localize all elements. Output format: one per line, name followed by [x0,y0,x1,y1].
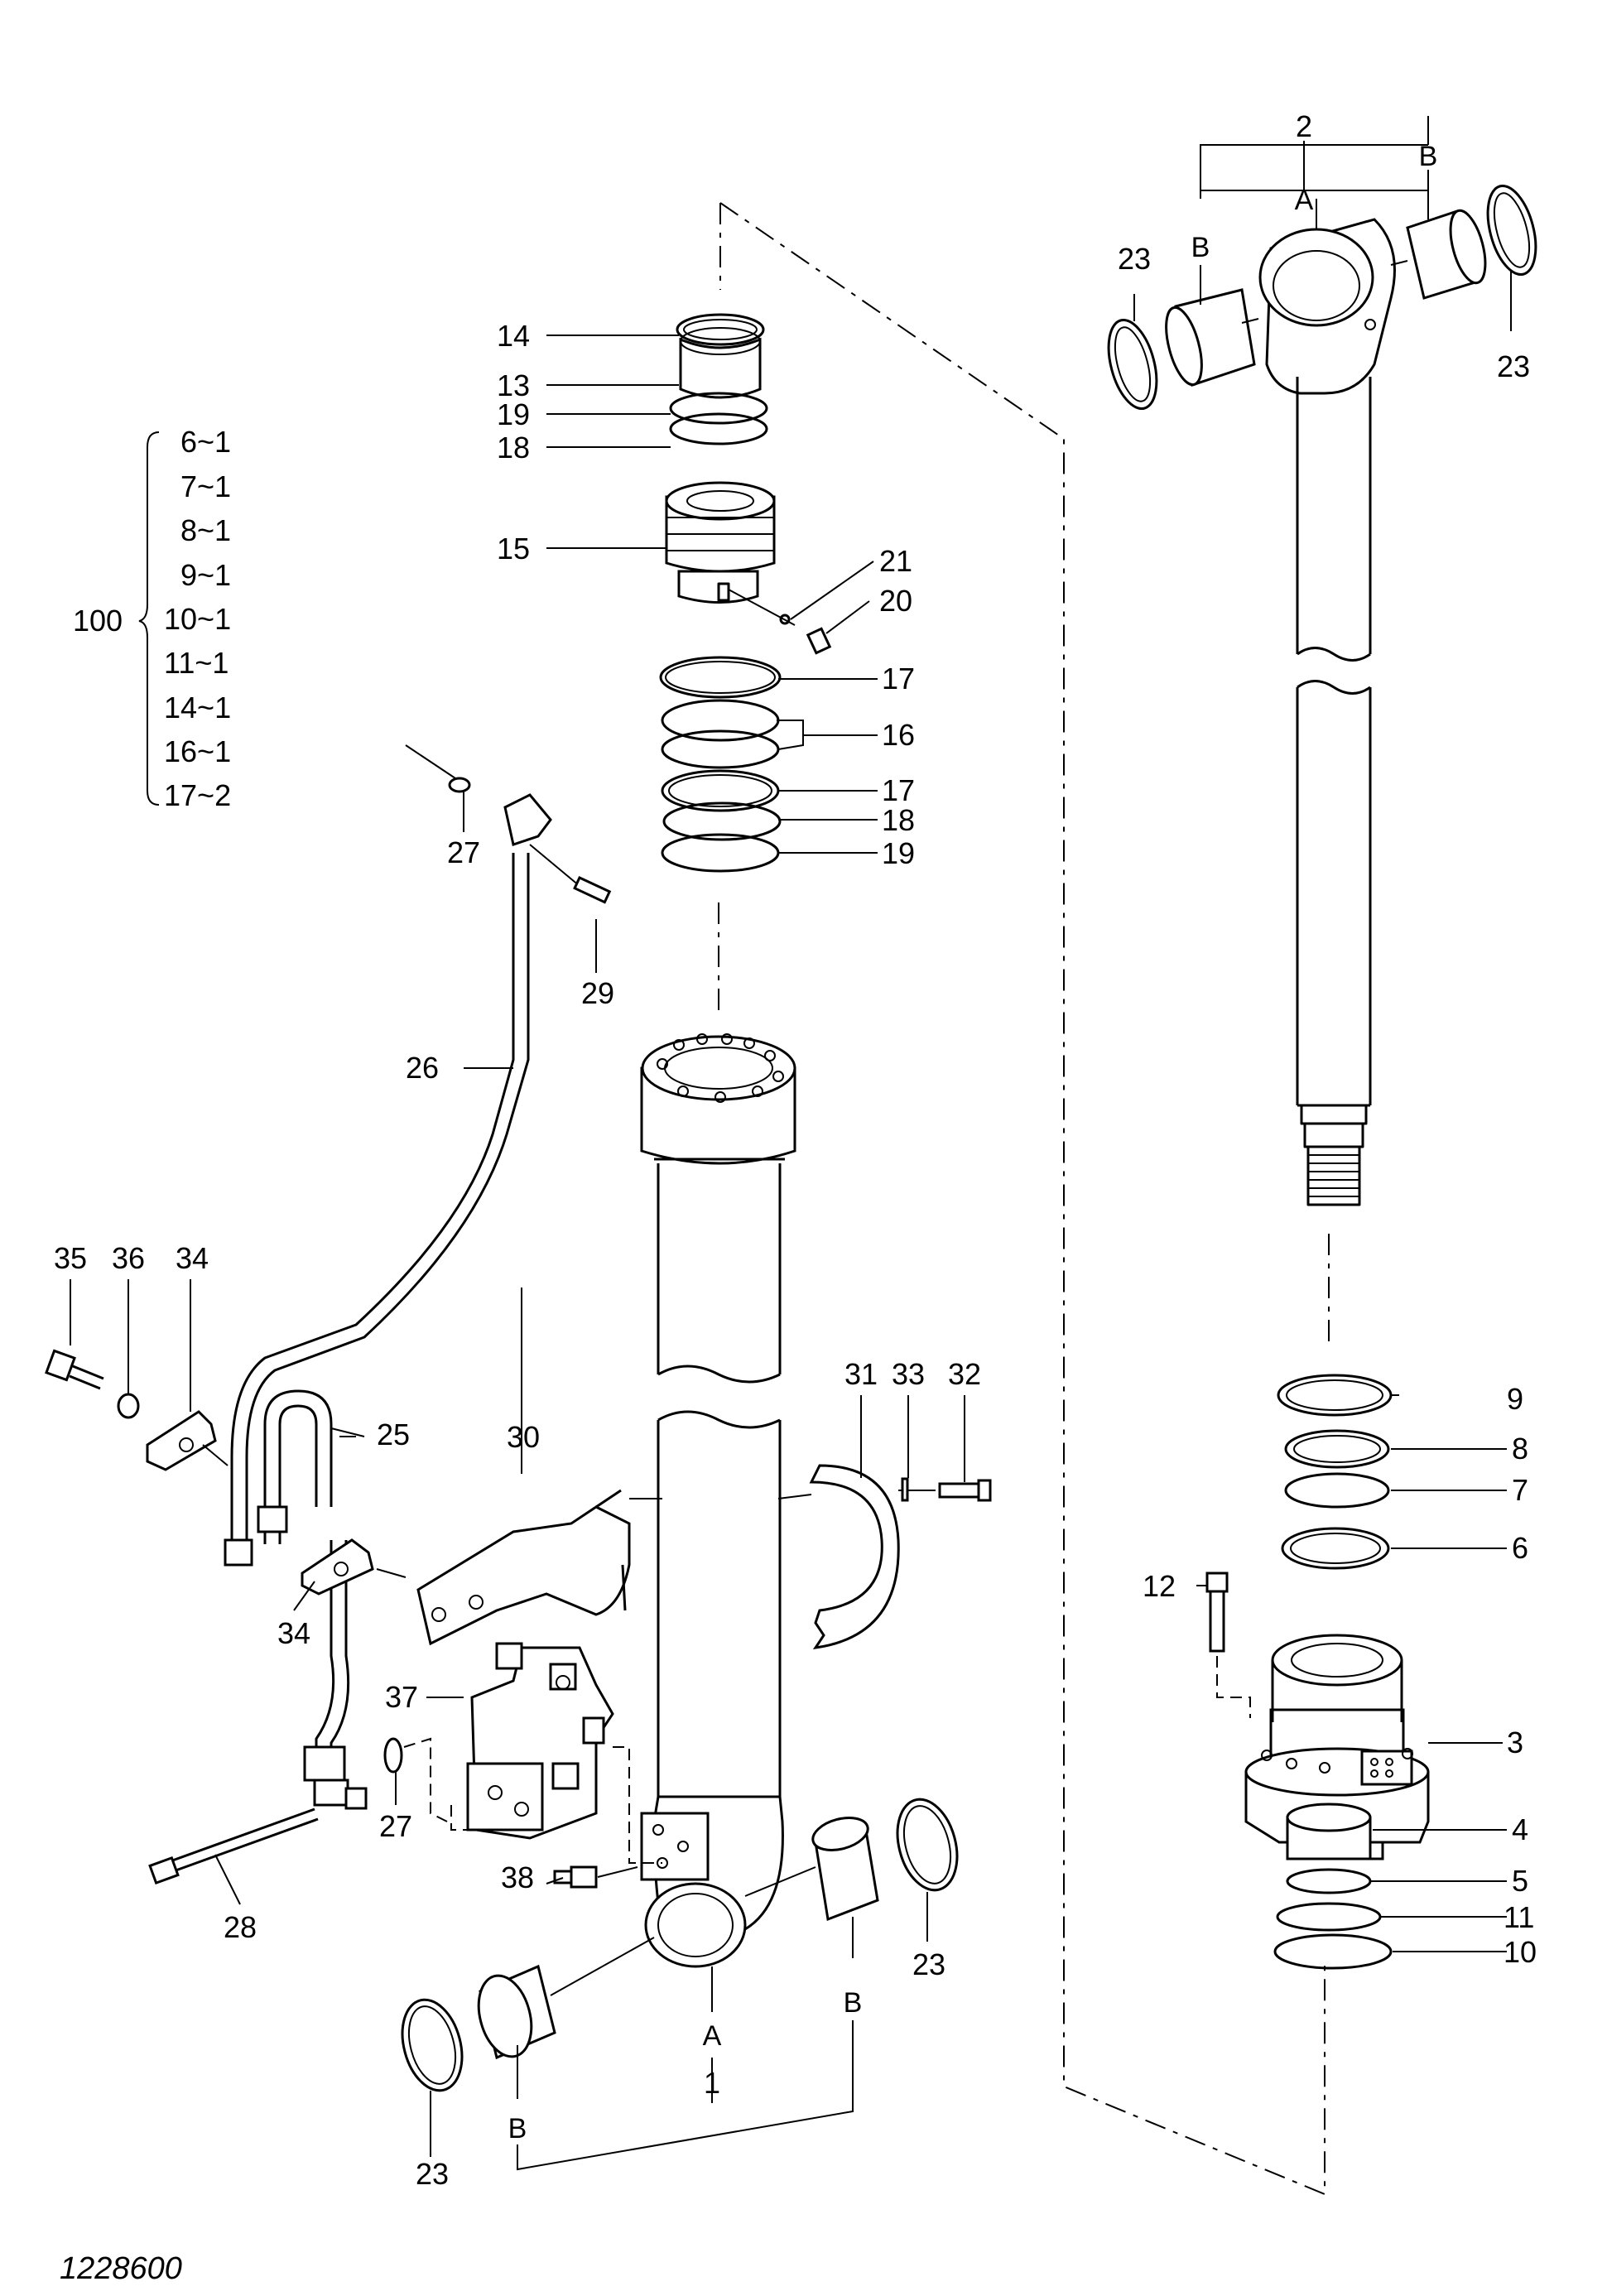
callout-34-lower: 34 [277,1616,310,1650]
callout-27-lower: 27 [379,1809,412,1843]
callout-11: 11 [1504,1900,1534,1934]
rod-thread [1308,1154,1359,1197]
head-bolt [1205,1572,1229,1653]
ref-b-top-right: B [1419,141,1438,172]
cylinder-tube [640,1033,796,1968]
callout-23-bottom-left: 23 [416,2157,449,2191]
ref-a-bottom: A [703,2020,722,2052]
callout-26: 26 [406,1051,439,1085]
tube-seal-left [401,1998,464,2092]
callout-17-upper: 17 [882,662,915,696]
washer-36 [117,1393,140,1419]
clamp-lower [301,1538,407,1596]
callout-20: 20 [879,584,912,618]
ref-b-bottom-right: B [844,1987,863,2019]
kit-item: 8~1 [180,513,231,547]
callout-29: 29 [581,976,614,1010]
ref-b-top-left: B [1191,232,1210,263]
piston-parts [659,313,832,873]
drawing-number: 1228600 [60,2251,182,2286]
callout-17-lower: 17 [882,773,915,807]
callout-1: 1 [704,2066,720,2100]
sub-reference-letters: A B B A B B [508,141,1438,2144]
callout-4: 4 [1512,1812,1528,1846]
callout-18-upper: 18 [497,431,530,464]
kit-item: 11~1 [164,646,229,680]
callout-10: 10 [1504,1935,1537,1969]
callout-23-bottom-right: 23 [912,1947,945,1981]
bracket-30 [416,1489,662,1646]
kit-item: 7~1 [180,469,231,503]
rod-eye-seal-right [1486,184,1537,277]
callout-19-lower: 19 [882,836,915,870]
rod-eye-seal-left [1107,318,1158,411]
pipe-assembly [148,744,612,1885]
clamp-31 [777,1464,992,1649]
rod-eye-bushing-left [1165,288,1256,387]
callout-13: 13 [497,368,530,402]
kit-item: 17~2 [164,778,231,812]
callout-18-lower: 18 [882,803,915,837]
kit-label: 100 [73,604,123,638]
callout-7: 7 [1512,1473,1528,1507]
callout-8: 8 [1512,1432,1528,1466]
callout-3: 3 [1507,1726,1523,1759]
callout-labels: 1 2 3 4 5 6 7 8 9 10 11 12 13 14 15 16 1… [54,109,1537,2191]
callout-31: 31 [844,1357,878,1391]
kit-item: 10~1 [164,602,231,636]
callout-23-top-right: 23 [1497,349,1530,383]
callout-23-top-left: 23 [1118,242,1151,276]
callout-33: 33 [892,1357,925,1391]
kit-item: 16~1 [164,734,231,768]
rod-seal-rings [1277,1374,1393,1570]
ref-a-top: A [1295,185,1314,216]
kit-item: 14~1 [164,691,231,724]
callout-19-upper: 19 [497,397,530,431]
callout-28: 28 [224,1910,257,1944]
callout-37: 37 [385,1680,418,1714]
clamp-upper [146,1410,229,1471]
kit-brace [138,431,160,806]
cylinder-head [1244,1634,1430,1860]
callout-30: 30 [507,1420,540,1454]
callout-38: 38 [501,1860,534,1894]
head-seal-rings [1273,1803,1393,1970]
callout-21: 21 [879,544,912,578]
callout-14: 14 [497,319,530,353]
valve-block [450,1642,662,1864]
bolt-35 [45,1349,104,1390]
assembly-frame-outline [718,202,1330,2196]
callout-5: 5 [1512,1864,1528,1898]
fitting-38 [553,1865,638,1889]
callout-12: 12 [1143,1569,1176,1603]
callout-32: 32 [948,1357,981,1391]
callout-35: 35 [54,1241,87,1275]
bolt-12-fitting-line [1216,1656,1251,1718]
callout-25: 25 [377,1418,410,1451]
callout-6: 6 [1512,1531,1528,1565]
callout-15: 15 [497,532,530,566]
rod-eye-bushing-right [1406,209,1487,300]
callout-36: 36 [112,1241,145,1275]
callout-9: 9 [1507,1382,1523,1416]
callout-34-upper: 34 [176,1241,209,1275]
piston-rod [1258,218,1396,1206]
seal-kit-list: 100 6~1 7~1 8~1 9~1 10~1 11~1 14~1 16~1 … [73,425,231,812]
tube-seal-right [896,1798,959,1892]
kit-item: 9~1 [180,558,231,592]
leader-lines [70,116,1512,2171]
tube-bushing-left [477,1964,556,2060]
ref-b-bottom-left: B [508,2113,527,2144]
tube-bushing-right [811,1817,879,1922]
kit-item: 6~1 [180,425,231,459]
callout-2: 2 [1296,109,1312,143]
callout-16: 16 [882,718,915,752]
callout-27-upper: 27 [447,835,480,869]
